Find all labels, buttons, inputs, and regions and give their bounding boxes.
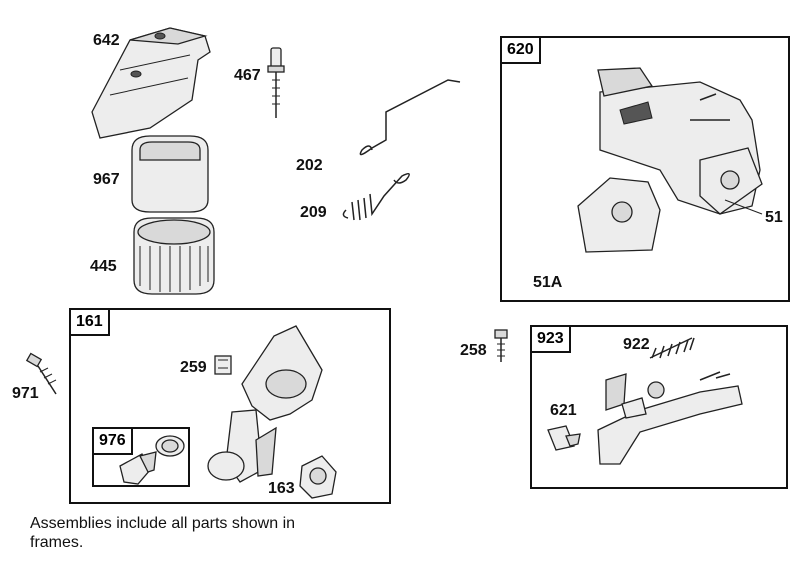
part-621-drawing	[547, 425, 581, 451]
frame-620-tag: 620	[500, 36, 541, 64]
part-209-spring-drawing	[342, 173, 410, 221]
label-258: 258	[460, 342, 487, 359]
label-445: 445	[90, 258, 117, 275]
frame-976: 976	[92, 427, 190, 487]
label-259: 259	[180, 359, 207, 376]
label-967: 967	[93, 171, 120, 188]
part-445-filter-drawing	[133, 217, 215, 295]
label-202: 202	[296, 157, 323, 174]
label-209: 209	[300, 204, 327, 221]
label-467: 467	[234, 67, 261, 84]
frame-161: 161	[69, 308, 391, 504]
part-976-clamp-drawing	[119, 435, 185, 485]
part-967-precleaner-drawing	[131, 135, 209, 213]
part-258-screw-drawing	[494, 329, 508, 362]
part-620-bracket-drawing	[577, 67, 763, 253]
frame-923-tag: 923	[530, 325, 571, 353]
part-642-cover-drawing	[91, 27, 211, 139]
label-51a: 51A	[533, 274, 563, 291]
part-923-control-drawing	[597, 371, 743, 465]
frame-620: 620	[500, 36, 790, 302]
part-971-bolt-drawing	[25, 352, 57, 395]
part-202-link-drawing	[359, 79, 461, 156]
part-259-drawing	[214, 355, 232, 375]
part-922-spring-drawing	[649, 337, 695, 359]
label-163: 163	[268, 480, 295, 497]
frame-161-tag: 161	[69, 308, 110, 336]
label-922: 922	[623, 336, 650, 353]
frame-923: 923	[530, 325, 788, 489]
frame-976-tag: 976	[92, 427, 133, 455]
part-467-dipstick-drawing	[267, 47, 285, 118]
assemblies-note: Assemblies include all parts shown in fr…	[30, 515, 296, 551]
part-161-intake-drawing	[207, 325, 323, 483]
label-621: 621	[550, 402, 577, 419]
label-971: 971	[12, 385, 39, 402]
label-51: 51	[765, 209, 783, 226]
label-642: 642	[93, 32, 120, 49]
part-163-gasket-drawing	[299, 455, 337, 499]
